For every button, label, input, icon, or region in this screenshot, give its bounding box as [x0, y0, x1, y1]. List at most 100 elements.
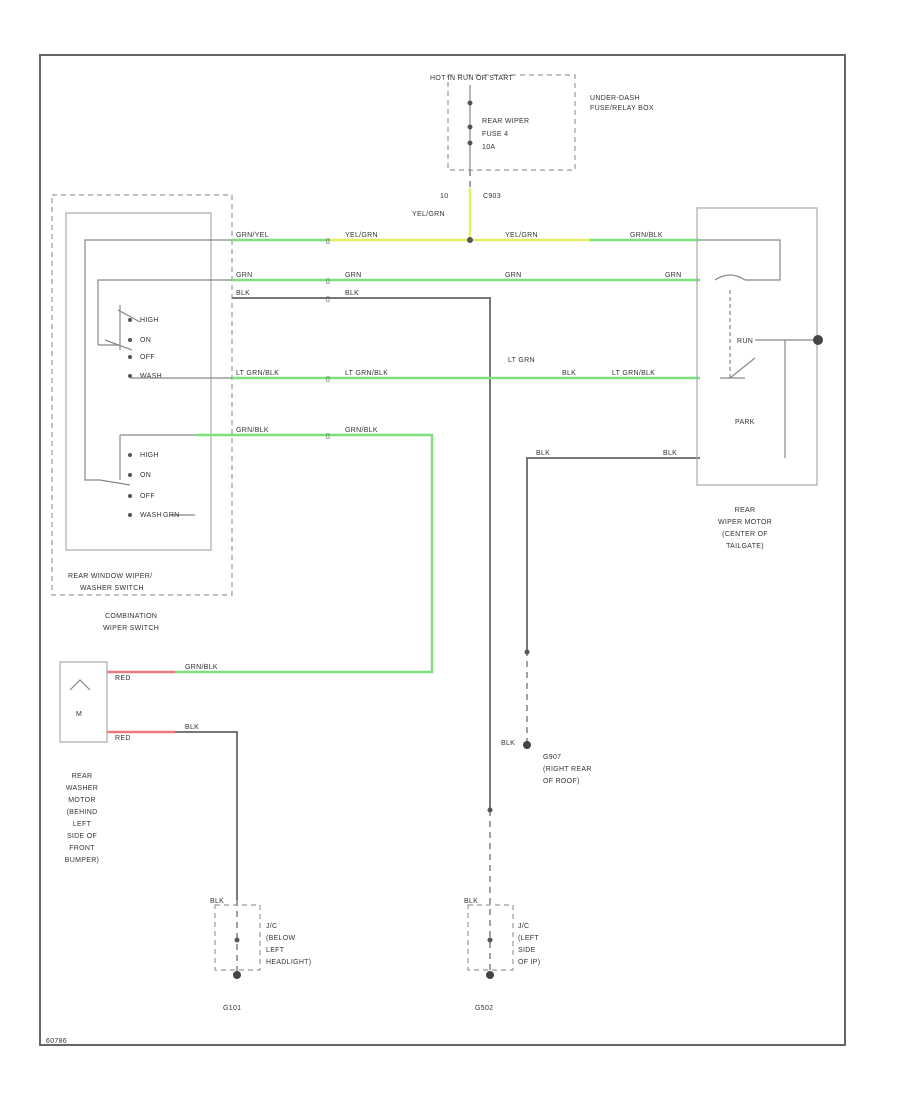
g907-id: G907: [543, 754, 561, 761]
g502-upper-splice: [487, 807, 493, 813]
wire-1-label-right-a: YEL/GRN: [505, 232, 538, 239]
washer-motor-title-2: WASHER: [66, 785, 98, 792]
washer-motor-title-7: FRONT: [69, 845, 95, 852]
wire-4-label-right-b: LT GRN/BLK: [612, 370, 655, 377]
combo-switch-title-2: WIPER SWITCH: [103, 625, 159, 632]
g907-loc-1: (RIGHT REAR: [543, 766, 592, 773]
wire-5: [175, 433, 434, 674]
upper-pos-on: ON: [140, 337, 151, 344]
g502-splice: [487, 937, 493, 943]
rear-wiper-motor: RUN PARK REAR WIPER MOTOR (CENTER OF TAI…: [696, 207, 823, 550]
upper-contact-on: [128, 338, 132, 342]
switch-upper-blade-2: [117, 309, 141, 323]
g502-loc-4: OF IP): [518, 959, 540, 966]
wire-4-label-mid: LT GRN/BLK: [345, 370, 388, 377]
upper-pos-wash: WASH: [140, 373, 162, 380]
washer-motor-title-3: MOTOR: [68, 797, 95, 804]
fuse-relay-box: HOT IN RUN OR START UNDER-DASH FUSE/RELA…: [430, 74, 654, 171]
wire-4-connector: ▯: [326, 376, 330, 383]
motor-relay-coil: [714, 274, 746, 281]
washer-blk-label: BLK: [185, 724, 199, 731]
wire-3-connector: ▯: [326, 296, 330, 303]
wire-5-connector: ▯: [326, 433, 330, 440]
fuse-label-3: 10A: [482, 144, 495, 151]
fuse-terminal-bottom: [467, 140, 473, 146]
motor-output-terminal: [813, 335, 823, 345]
lower-pos-high: HIGH: [140, 452, 159, 459]
wire-6-splice: [524, 649, 530, 655]
washer-motor-title-4: (BEHIND: [67, 809, 98, 816]
wiper-motor-title-2: WIPER MOTOR: [718, 519, 772, 526]
wire-1-label-mid: YEL/GRN: [345, 232, 378, 239]
wire-1-splice: [467, 237, 473, 243]
ground-g502: BLK J/C (LEFT SIDE OF IP) G502: [464, 807, 540, 1012]
washer-motor-outline: [59, 661, 108, 743]
g101-wire-label: BLK: [210, 898, 224, 905]
g502-loc-1: J/C: [518, 923, 529, 930]
washer-motor-connector-top: [69, 679, 91, 691]
rear-washer-motor: M RED RED BLK REAR WASHER MOTOR (BEHIND …: [59, 661, 238, 900]
upper-contact-wash: [128, 374, 132, 378]
wire-2-label-left: GRN: [236, 272, 252, 279]
rear-switch-title-1: REAR WINDOW WIPER/: [68, 573, 152, 580]
rear-switch-outline: [65, 212, 212, 551]
lower-contact-on: [128, 473, 132, 477]
g502-jc-outline: [467, 904, 514, 971]
wire-5-label-bottom: GRN/BLK: [185, 664, 218, 671]
g101-loc-2: (BELOW: [266, 935, 296, 942]
wire-5-label-mid: GRN/BLK: [345, 427, 378, 434]
upper-pos-high: HIGH: [140, 317, 159, 324]
wire-6-label-left: BLK: [536, 450, 550, 457]
splice-pin: 10: [440, 193, 448, 200]
combination-wiper-switch: REAR WINDOW WIPER/ WASHER SWITCH COMBINA…: [51, 194, 233, 632]
lower-pos-wash: WASH: [140, 512, 162, 519]
rear-switch-title-2: WASHER SWITCH: [80, 585, 144, 592]
wire-3-label-mid: BLK: [345, 290, 359, 297]
switch-bus-2: [97, 279, 232, 345]
fuse-box-title-2: FUSE/RELAY BOX: [590, 105, 654, 112]
washer-motor-title-5: LEFT: [73, 821, 92, 828]
wiper-motor-title-1: REAR: [735, 507, 756, 514]
wire-3-label-left: BLK: [236, 290, 250, 297]
fuse-box-title-1: UNDER-DASH: [590, 95, 640, 102]
figure-code: 60786: [46, 1038, 67, 1045]
splice-connector-id: C903: [483, 193, 501, 200]
washer-red-top-label: RED: [115, 675, 131, 682]
fuse-label-1: REAR WIPER: [482, 118, 529, 125]
g502-wire-label: BLK: [464, 898, 478, 905]
lower-pos-on: ON: [140, 472, 151, 479]
lower-contact-off: [128, 494, 132, 498]
g101-loc-1: J/C: [266, 923, 277, 930]
wiper-motor-title-3: (CENTER OF: [722, 531, 768, 538]
motor-switch-blade: [729, 357, 756, 379]
g101-id: G101: [223, 1005, 241, 1012]
fuse-terminal-top: [467, 100, 473, 106]
lower-wash-wire: GRN: [163, 512, 179, 519]
combo-switch-title-1: COMBINATION: [105, 613, 157, 620]
ground-g101: BLK J/C (BELOW LEFT HEADLIGHT) G101: [210, 898, 311, 1012]
fuse-box-outline: [447, 74, 576, 171]
combination-switch-outline: [51, 194, 233, 596]
g502-id: G502: [475, 1005, 493, 1012]
g101-splice: [234, 937, 240, 943]
wiper-motor-outline: [696, 207, 818, 486]
fuse-label-2: FUSE 4: [482, 131, 508, 138]
g502-loc-3: SIDE: [518, 947, 536, 954]
fuse-box-header: HOT IN RUN OR START: [430, 75, 514, 82]
wire-4-label-left: LT GRN/BLK: [236, 370, 279, 377]
washer-motor-symbol: M: [76, 711, 82, 718]
washer-motor-title-6: SIDE OF: [67, 833, 97, 840]
wire-2-connector: ▯: [326, 278, 330, 285]
switch-lower-blade: [99, 479, 131, 486]
wire-2-label-right-b: GRN: [665, 272, 681, 279]
washer-motor-title-8: BUMPER): [65, 857, 99, 864]
lower-contact-high: [128, 453, 132, 457]
splice-color: YEL/GRN: [412, 211, 445, 218]
washer-blk-ground-wire: [175, 731, 238, 900]
wire-4-label-right-a: BLK: [562, 370, 576, 377]
switch-upper-blade: [104, 339, 133, 351]
g907-ground-symbol: [523, 741, 531, 749]
upper-contact-high: [128, 318, 132, 322]
